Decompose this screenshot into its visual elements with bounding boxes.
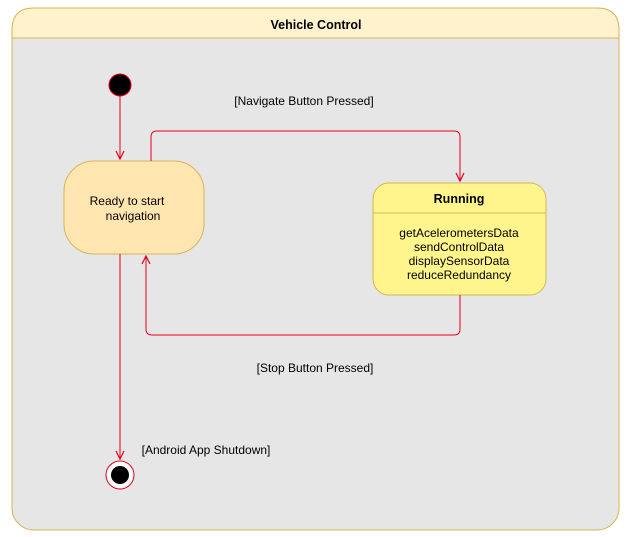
stop-transition-label: [Stop Button Pressed] [257,361,374,375]
ready-state-label-line1: Ready to start [90,194,165,208]
container-title: Vehicle Control [271,18,362,32]
navigate-transition-arrow [150,130,460,181]
vehicle-control-container: Vehicle Control [11,7,620,531]
shutdown-transition-label: [Android App Shutdown] [142,443,271,457]
running-activity: getAcelerometersData [399,226,519,240]
running-activity: displaySensorData [409,254,510,268]
navigate-transition-label: [Navigate Button Pressed] [234,94,373,108]
ready-state-label-line2: navigation [106,209,161,223]
stop-transition-arrow [146,256,461,336]
ready-state: Ready to start navigation [63,160,205,255]
running-state-title: Running [434,192,485,206]
container-header [11,7,620,39]
running-activity: reduceRedundancy [407,268,511,282]
final-state [105,460,135,490]
running-state: Running getAcelerometersData sendControl… [372,182,547,296]
running-activity: sendControlData [414,240,504,254]
initial-state [108,73,132,97]
